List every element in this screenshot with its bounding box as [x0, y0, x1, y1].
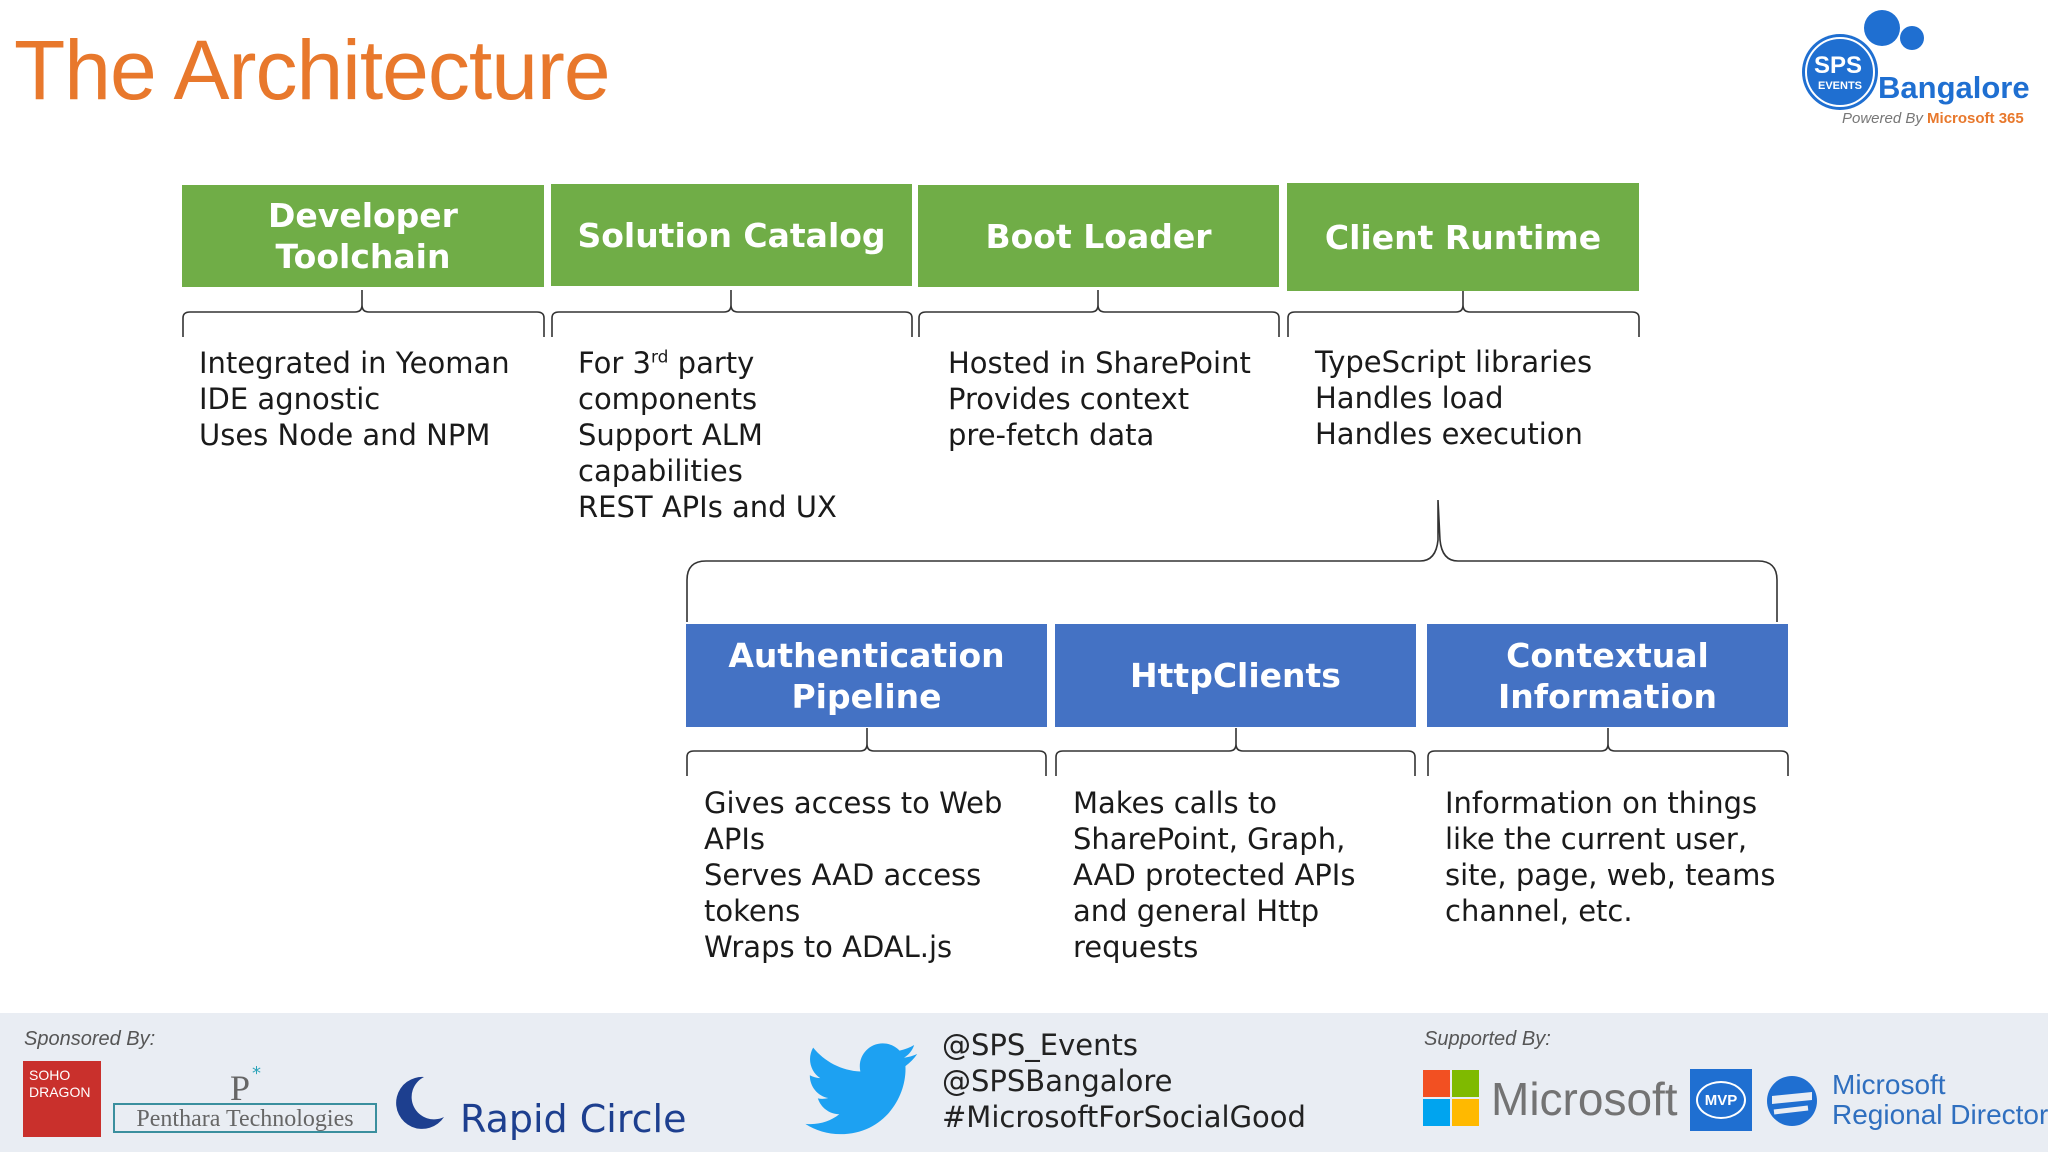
logo-powered-prefix: Powered By	[1842, 110, 1923, 127]
detail-line: tokens	[704, 894, 801, 928]
logo-city: Bangalore	[1878, 70, 2030, 105]
logo-badge-top: SPS	[1814, 52, 1863, 79]
microsoft-squares-icon	[1423, 1070, 1479, 1126]
soho-dragon-logo: SOHO DRAGON	[23, 1061, 101, 1137]
detail-line: like the current user,	[1445, 822, 1748, 856]
logo-powered-brand: Microsoft 365	[1927, 110, 2024, 127]
detail-line: Provides context	[948, 382, 1190, 416]
twitter-handle[interactable]: @SPS_Events	[942, 1028, 1138, 1062]
soho-line2: DRAGON	[29, 1084, 91, 1100]
detail-line: Handles execution	[1315, 417, 1583, 451]
logo-powered: Powered By Microsoft 365	[1842, 110, 2024, 127]
twitter-bird-icon	[805, 1043, 918, 1135]
logo-badge-bottom: EVENTS	[1818, 80, 1863, 92]
rapid-circle-moon-icon	[396, 1076, 444, 1129]
detail-line: Hosted in SharePoint	[948, 346, 1251, 380]
mvp-label: MVP	[1704, 1091, 1738, 1109]
contextual-information-details: Information on things like the current u…	[1445, 785, 1775, 929]
solution-catalog-box: Solution Catalog	[551, 184, 912, 286]
detail-line: Gives access to Web	[704, 786, 1003, 820]
detail-line: site, page, web, teams	[1445, 858, 1776, 892]
authentication-pipeline-details: Gives access to Web APIs Serves AAD acce…	[704, 785, 1002, 965]
detail-line: capabilities	[578, 454, 743, 488]
box-label: HttpClients	[1130, 656, 1341, 695]
boot-loader-box: Boot Loader	[918, 185, 1279, 287]
mvp-badge: MVP	[1690, 1069, 1752, 1131]
microsoft-wordmark: Microsoft	[1491, 1073, 1678, 1125]
hashtag[interactable]: #MicrosoftForSocialGood	[942, 1100, 1306, 1134]
detail-line: and general Http	[1073, 894, 1320, 928]
box-label: Authentication	[728, 635, 1005, 675]
social-handles: @SPS_Events @SPSBangalore #MicrosoftForS…	[942, 1027, 1306, 1135]
penthara-star-icon: *	[252, 1063, 261, 1084]
regional-director-line1: Microsoft	[1832, 1069, 1946, 1100]
twitter-handle[interactable]: @SPSBangalore	[942, 1064, 1173, 1098]
detail-line: IDE agnostic	[199, 382, 381, 416]
detail-line-superscript: For 3rd party	[578, 345, 837, 381]
sps-logo-icon	[1802, 10, 1924, 110]
httpclients-box: HttpClients	[1055, 624, 1416, 727]
sup-text: rd	[650, 347, 669, 368]
box-label: Contextual	[1506, 635, 1709, 675]
regional-director-icon	[1767, 1076, 1817, 1126]
boot-loader-details: Hosted in SharePoint Provides context pr…	[948, 345, 1251, 453]
developer-toolchain-box: Developer Toolchain	[182, 185, 544, 287]
sup-after: party	[668, 346, 755, 380]
developer-toolchain-details: Integrated in Yeoman IDE agnostic Uses N…	[199, 345, 510, 453]
detail-line: Makes calls to	[1073, 786, 1277, 820]
contextual-information-box: Contextual Information	[1427, 624, 1788, 727]
detail-line: channel, etc.	[1445, 894, 1633, 928]
detail-line: Integrated in Yeoman	[199, 346, 510, 380]
detail-line: Serves AAD access	[704, 858, 982, 892]
client-runtime-box: Client Runtime	[1287, 183, 1639, 291]
detail-line: SharePoint, Graph,	[1073, 822, 1346, 856]
penthara-logo: Penthara Technologies	[113, 1103, 377, 1133]
client-runtime-details: TypeScript libraries Handles load Handle…	[1315, 344, 1592, 452]
detail-line: Support ALM	[578, 418, 763, 452]
sps-bangalore-logo: SPS EVENTS Bangalore Powered By Microsof…	[1800, 6, 2040, 131]
detail-line: pre-fetch data	[948, 418, 1155, 452]
httpclients-details: Makes calls to SharePoint, Graph, AAD pr…	[1073, 785, 1355, 965]
detail-line: Uses Node and NPM	[199, 418, 491, 452]
detail-line: APIs	[704, 822, 765, 856]
soho-line1: SOHO	[29, 1067, 71, 1083]
sup-before: For 3	[578, 346, 651, 380]
regional-director-line2: Regional Director	[1832, 1099, 2048, 1130]
detail-line: requests	[1073, 930, 1199, 964]
detail-line: REST APIs and UX	[578, 490, 837, 524]
authentication-pipeline-box: Authentication Pipeline	[686, 624, 1047, 727]
detail-line: components	[578, 382, 758, 416]
solution-catalog-details: For 3rd party components Support ALM cap…	[578, 345, 837, 525]
page-title: The Architecture	[14, 23, 611, 117]
box-label: Pipeline	[791, 676, 942, 716]
detail-line: Wraps to ADAL.js	[704, 930, 953, 964]
detail-line: TypeScript libraries	[1315, 345, 1593, 379]
mvp-badge-inner: MVP	[1696, 1081, 1746, 1119]
penthara-mark: P	[230, 1068, 251, 1108]
detail-line: Information on things	[1445, 786, 1758, 820]
detail-line: Handles load	[1315, 381, 1504, 415]
sponsored-by-label: Sponsored By:	[24, 1028, 156, 1050]
detail-line: AAD protected APIs	[1073, 858, 1356, 892]
box-label: Information	[1498, 676, 1717, 716]
rapid-circle-logo: Rapid Circle	[460, 1097, 687, 1141]
supported-by-label: Supported By:	[1424, 1028, 1551, 1050]
